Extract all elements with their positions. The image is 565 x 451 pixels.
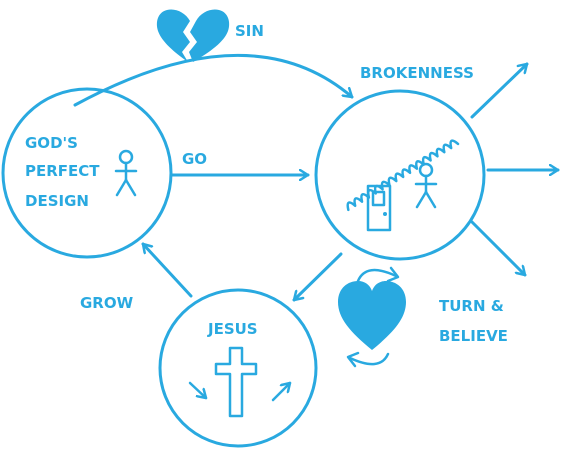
jesus-label: JESUS xyxy=(207,320,258,338)
gods-label: GOD'S xyxy=(25,134,78,152)
gods-perfect-design-circle xyxy=(1,87,173,259)
person-icon xyxy=(414,162,438,209)
door-icon xyxy=(366,184,392,232)
person-icon xyxy=(114,149,138,197)
broken-heart-icon xyxy=(156,9,230,63)
zigzag-icon xyxy=(346,139,460,212)
brokenness-label: BROKENNESS xyxy=(360,64,474,82)
small-arrow-out xyxy=(271,381,292,402)
brokenness-circle xyxy=(314,89,486,261)
to-jesus-arrow xyxy=(292,252,343,302)
go-label: GO xyxy=(182,150,207,168)
cross-icon xyxy=(214,346,258,418)
turn-label: TURN & xyxy=(439,297,504,315)
small-arrow-in xyxy=(188,381,208,400)
design-label: DESIGN xyxy=(25,192,89,210)
grow-label: GROW xyxy=(80,294,134,312)
outward-arrow-down xyxy=(470,220,527,277)
sin-arrow xyxy=(73,54,354,107)
sin-label: SIN xyxy=(235,22,264,40)
perfect-label: PERFECT xyxy=(25,162,100,180)
jesus-circle xyxy=(158,288,318,448)
heart-icon xyxy=(338,281,406,350)
grow-arrow xyxy=(141,242,193,298)
outward-arrow-up xyxy=(470,62,529,119)
believe-label: BELIEVE xyxy=(439,327,508,345)
cycle-arrows-icon xyxy=(346,266,400,368)
